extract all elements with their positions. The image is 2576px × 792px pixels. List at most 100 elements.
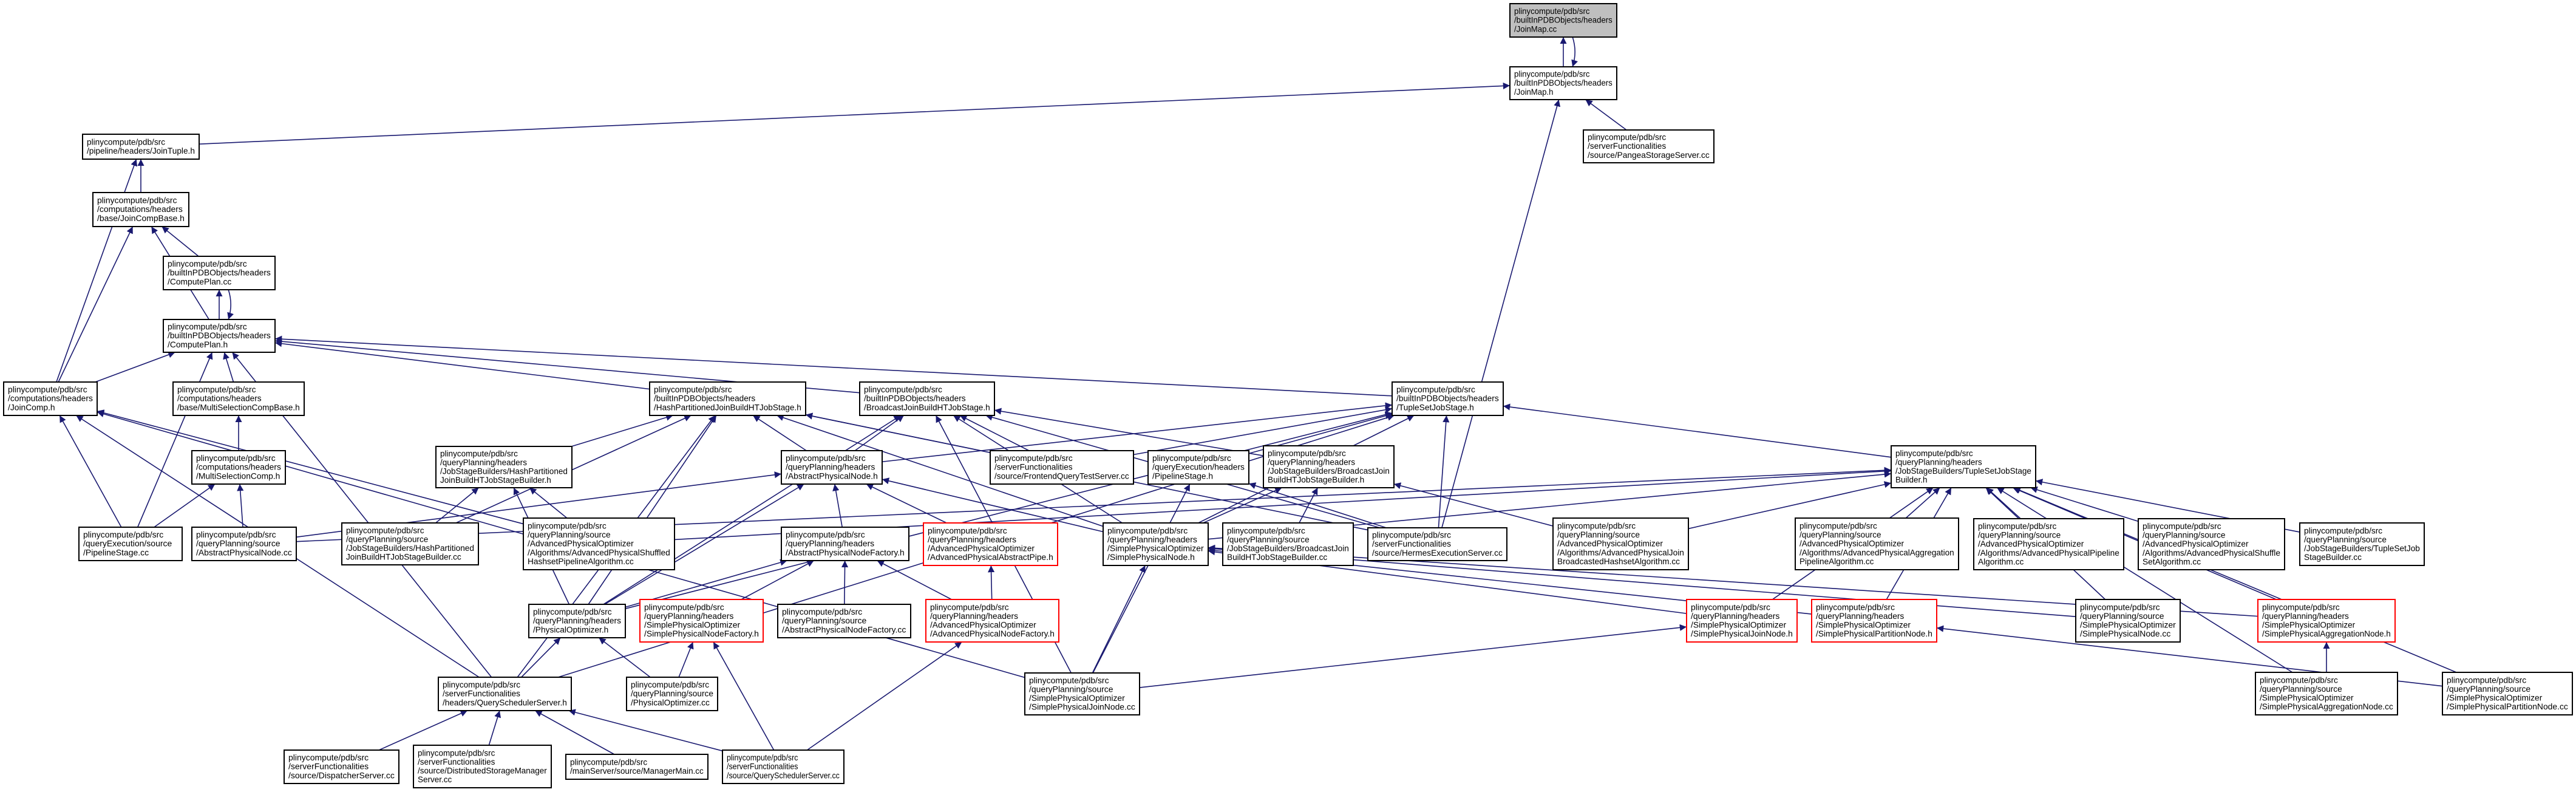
node-bbcc[interactable]: plinycompute/pdb/src/queryPlanning/sourc… (1222, 522, 1354, 566)
node-hpbh[interactable]: plinycompute/pdb/src/queryPlanning/heade… (435, 446, 573, 488)
node-pipealg[interactable]: plinycompute/pdb/src/queryPlanning/sourc… (1973, 518, 2124, 570)
node-box (163, 319, 276, 353)
node-label-line: plinycompute/pdb/src (168, 259, 247, 268)
node-tsst[interactable]: plinycompute/pdb/src/builtInPDBObjects/h… (1392, 381, 1504, 416)
node-apnfcc[interactable]: plinycompute/pdb/src/queryPlanning/sourc… (777, 604, 911, 638)
node-mmain[interactable]: plinycompute/pdb/src/mainServer/source/M… (565, 754, 709, 780)
node-cpcc[interactable]: plinycompute/pdb/src/builtInPDBObjects/h… (163, 256, 276, 290)
node-label-line: /source/DispatcherServer.cc (288, 770, 395, 780)
node-label: plinycompute/pdb/src/builtInPDBObjects/h… (168, 259, 271, 286)
node-label-line: /queryPlanning/headers (644, 611, 733, 621)
edge-cpcc-to-cph (227, 289, 234, 320)
node-label: plinycompute/pdb/src/serverFunctionaliti… (1372, 530, 1503, 557)
node-spncc[interactable]: plinycompute/pdb/src/queryPlanning/sourc… (2075, 599, 2181, 643)
edge-spjncc-to-psh (1092, 483, 1191, 674)
node-bbh[interactable]: plinycompute/pdb/src/queryPlanning/heade… (1263, 445, 1395, 488)
node-label-line: /queryPlanning/source (2080, 611, 2164, 621)
edge-fqts-to-tsst (1133, 406, 1393, 456)
node-hpbcc[interactable]: plinycompute/pdb/src/queryPlanning/sourc… (341, 522, 479, 565)
node-label-line: plinycompute/pdb/src (1396, 384, 1475, 394)
node-jbh[interactable]: plinycompute/pdb/src/queryPlanning/sourc… (1552, 517, 1689, 570)
node-label-line: /queryPlanning/headers (930, 611, 1018, 621)
node-label-line: /queryPlanning/source (782, 616, 867, 626)
node-jcomp[interactable]: plinycompute/pdb/src/computations/header… (3, 381, 98, 416)
node-label-line: BuildHTJobStageBuilder.cc (1227, 552, 1327, 562)
node-label-line: /builtInPDBObjects/headers (168, 330, 271, 340)
node-label: plinycompute/pdb/src/computations/header… (8, 384, 93, 412)
node-msc[interactable]: plinycompute/pdb/src/computations/header… (191, 450, 286, 485)
node-apncc[interactable]: plinycompute/pdb/src/queryPlanning/sourc… (191, 527, 297, 561)
node-label: plinycompute/pdb/src/queryPlanning/sourc… (2447, 675, 2568, 711)
node-pocc[interactable]: plinycompute/pdb/src/queryPlanning/sourc… (626, 677, 718, 711)
node-qssh[interactable]: plinycompute/pdb/src/serverFunctionaliti… (438, 677, 572, 711)
node-spanh[interactable]: plinycompute/pdb/src/queryPlanning/heade… (2257, 599, 2396, 643)
node-dsm[interactable]: plinycompute/pdb/src/serverFunctionaliti… (413, 745, 552, 788)
node-jcb[interactable]: plinycompute/pdb/src/computations/header… (92, 192, 189, 227)
node-box (2299, 522, 2425, 566)
node-qsscc[interactable]: plinycompute/pdb/src/serverFunctionaliti… (722, 749, 845, 784)
edge-pocc-to-spnfh (678, 641, 694, 678)
edge-jtuple-to-jmh (199, 82, 1511, 145)
node-label: plinycompute/pdb/src/queryPlanning/sourc… (631, 680, 713, 707)
node-label-line: /TupleSetJobStage.h (1396, 402, 1474, 412)
node-spancc[interactable]: plinycompute/pdb/src/queryPlanning/sourc… (2255, 672, 2398, 715)
node-jtuple[interactable]: plinycompute/pdb/src/pipeline/headers/Jo… (82, 134, 200, 160)
node-aggpipe[interactable]: plinycompute/pdb/src/queryPlanning/sourc… (1795, 517, 1959, 570)
node-label-line: /queryPlanning/source (1557, 530, 1640, 539)
node-hermes[interactable]: plinycompute/pdb/src/serverFunctionaliti… (1367, 527, 1507, 561)
node-label-line: /Algorithms/AdvancedPhysicalPipeline (1978, 548, 2119, 558)
node-aapipe[interactable]: plinycompute/pdb/src/queryPlanning/heade… (923, 522, 1058, 566)
node-label-line: plinycompute/pdb/src (782, 607, 862, 616)
node-box (565, 754, 709, 780)
node-psh[interactable]: plinycompute/pdb/src/queryExecution/head… (1147, 450, 1249, 485)
node-shufhash[interactable]: plinycompute/pdb/src/queryPlanning/sourc… (523, 517, 675, 570)
node-label-line: /JobStageBuilders/TupleSetJobStage (1895, 466, 2031, 476)
edge-qsscc-to-spnfh (713, 641, 775, 751)
node-bst[interactable]: plinycompute/pdb/src/builtInPDBObjects/h… (859, 381, 995, 416)
node-box (781, 527, 909, 561)
node-label-line: /SimplePhysicalOptimizer (1029, 693, 1125, 703)
node-label: plinycompute/pdb/src/queryPlanning/sourc… (1799, 521, 1954, 566)
node-label: plinycompute/pdb/src/queryPlanning/sourc… (2143, 521, 2280, 567)
node-apnh[interactable]: plinycompute/pdb/src/queryPlanning/heade… (781, 450, 883, 485)
node-label-line: /computations/headers (177, 394, 262, 403)
node-psc[interactable]: plinycompute/pdb/src/queryExecution/sour… (78, 527, 183, 561)
node-box (2255, 672, 2398, 715)
node-label: plinycompute/pdb/src/queryExecution/head… (1152, 453, 1245, 480)
node-label-line: plinycompute/pdb/src (727, 753, 798, 762)
node-shufset[interactable]: plinycompute/pdb/src/queryPlanning/sourc… (2138, 518, 2285, 570)
node-label-line: /PipelineStage.cc (83, 547, 149, 557)
node-label-line: /Algorithms/AdvancedPhysicalAggregation (1799, 548, 1954, 557)
node-tsbcc[interactable]: plinycompute/pdb/src/queryPlanning/sourc… (2299, 522, 2425, 566)
node-pangea[interactable]: plinycompute/pdb/src/serverFunctionaliti… (1583, 129, 1715, 163)
node-box (1263, 445, 1395, 488)
node-box (2138, 518, 2285, 570)
node-spnh[interactable]: plinycompute/pdb/src/queryPlanning/heade… (1103, 522, 1209, 566)
node-poh[interactable]: plinycompute/pdb/src/queryPlanning/heade… (528, 604, 626, 638)
node-label-line: /queryPlanning/source (346, 534, 429, 544)
node-cph[interactable]: plinycompute/pdb/src/builtInPDBObjects/h… (163, 319, 276, 353)
edge-poh-to-hpst (588, 415, 717, 605)
node-label-line: Builder.h (1895, 475, 1928, 484)
node-label-line: /builtInPDBObjects/headers (1396, 394, 1499, 403)
node-jmh[interactable]: plinycompute/pdb/src/builtInPDBObjects/h… (1509, 66, 1617, 100)
node-disp[interactable]: plinycompute/pdb/src/serverFunctionaliti… (284, 749, 399, 784)
node-label-line: /PipelineStage.h (1152, 471, 1213, 480)
node-label-line: /SimplePhysicalNodeFactory.h (644, 629, 759, 638)
node-hpst[interactable]: plinycompute/pdb/src/builtInPDBObjects/h… (649, 381, 806, 416)
node-spjnh[interactable]: plinycompute/pdb/src/queryPlanning/heade… (1686, 599, 1798, 643)
node-label: plinycompute/pdb/src/queryPlanning/heade… (1816, 602, 1932, 638)
node-anfh[interactable]: plinycompute/pdb/src/queryPlanning/heade… (925, 599, 1059, 643)
node-fqts[interactable]: plinycompute/pdb/src/serverFunctionaliti… (990, 450, 1134, 485)
node-sppncc[interactable]: plinycompute/pdb/src/queryPlanning/sourc… (2442, 672, 2573, 715)
node-mscb[interactable]: plinycompute/pdb/src/computations/header… (172, 381, 305, 416)
node-spnfh[interactable]: plinycompute/pdb/src/queryPlanning/heade… (639, 599, 764, 643)
node-sppnh[interactable]: plinycompute/pdb/src/queryPlanning/heade… (1811, 599, 1937, 643)
node-apnfh[interactable]: plinycompute/pdb/src/queryPlanning/heade… (781, 527, 909, 561)
node-tsbh[interactable]: plinycompute/pdb/src/queryPlanning/heade… (1891, 445, 2036, 488)
edge-fqts-to-bst (959, 415, 1030, 451)
node-box (191, 527, 297, 561)
node-spjncc[interactable]: plinycompute/pdb/src/queryPlanning/sourc… (1024, 672, 1140, 715)
edge-spancc-to-tsbh (1996, 487, 2293, 673)
node-label-line: /queryPlanning/source (528, 530, 611, 539)
